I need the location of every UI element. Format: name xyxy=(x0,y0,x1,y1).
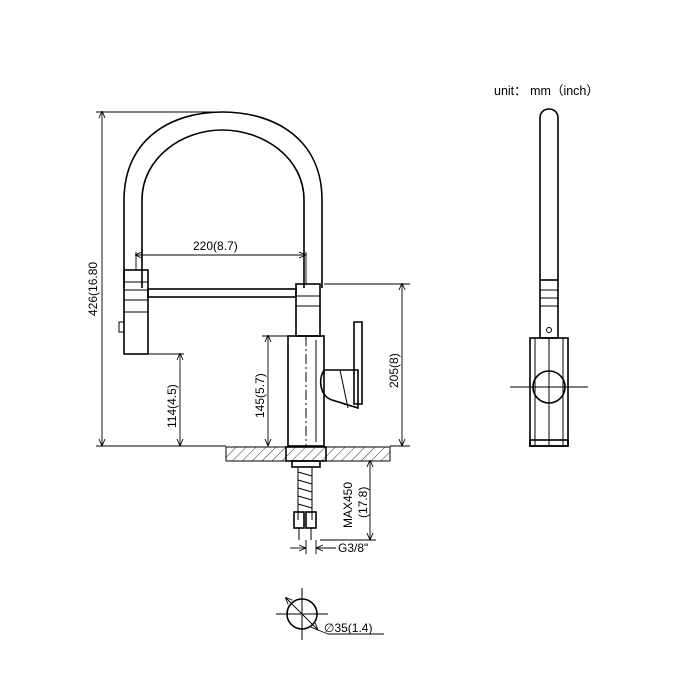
dim-max-depth: MAX450 xyxy=(341,482,355,528)
dim-handle-height: 205(8) xyxy=(387,353,401,388)
dim-overall-height: 426(16.80 xyxy=(86,262,100,316)
handle-base xyxy=(319,369,359,410)
dim-hole-diameter: ∅35(1.4) xyxy=(324,621,372,635)
side-view: unit： mm（inch） xyxy=(494,84,599,447)
dim-max-depth-inch: (17.8) xyxy=(356,487,370,518)
mounting-hole-detail: ∅35(1.4) xyxy=(276,588,384,640)
unit-label: unit： mm（inch） xyxy=(494,84,599,98)
hose-fitting-left xyxy=(293,511,305,529)
front-view: 426(16.80 220(8.7) 114(4.5) 145(5.7) 205… xyxy=(86,112,410,555)
spout-inner xyxy=(141,129,305,288)
dim-body-height: 145(5.7) xyxy=(253,373,267,418)
countertop xyxy=(225,446,391,462)
dim-thread: G3/8" xyxy=(338,541,368,555)
handle-lever xyxy=(353,321,363,405)
hose-fitting-right xyxy=(305,511,317,529)
holder-arm xyxy=(147,288,297,298)
collar xyxy=(295,283,321,337)
side-spout xyxy=(539,108,559,280)
spout-outer xyxy=(123,111,323,288)
dim-spout-height: 114(4.5) xyxy=(165,384,179,428)
dim-spout-reach: 220(8.7) xyxy=(193,239,238,253)
